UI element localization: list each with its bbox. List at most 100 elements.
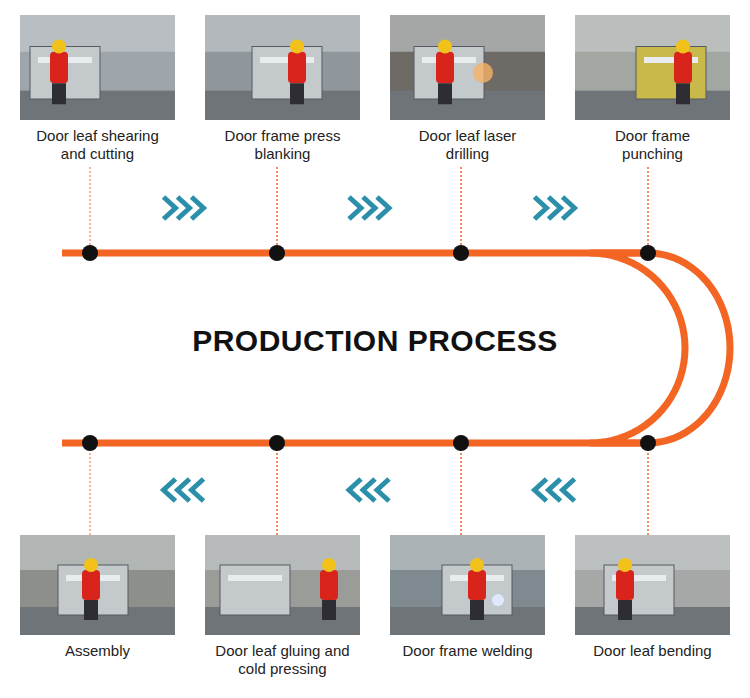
direction-chevron bbox=[377, 197, 389, 219]
process-step: Door leaf laser drilling bbox=[390, 15, 545, 163]
leader-line bbox=[648, 443, 649, 535]
leader-line bbox=[277, 443, 278, 535]
direction-chevron bbox=[164, 197, 176, 219]
worker-helmet bbox=[290, 40, 304, 54]
photo-illustration bbox=[205, 535, 360, 635]
photo-illustration bbox=[390, 535, 545, 635]
leader-line bbox=[461, 443, 462, 535]
leader-line bbox=[648, 443, 649, 535]
worker-body bbox=[82, 570, 100, 600]
process-track bbox=[277, 250, 461, 257]
process-track bbox=[648, 253, 730, 443]
process-track bbox=[461, 440, 648, 447]
direction-chevron bbox=[349, 197, 361, 219]
worker-helmet bbox=[618, 558, 632, 572]
direction-chevron bbox=[549, 479, 561, 501]
worker-body bbox=[468, 570, 486, 600]
worker-body bbox=[320, 570, 338, 600]
welding-spark bbox=[492, 594, 504, 606]
photo-machine bbox=[636, 47, 706, 100]
process-flow bbox=[461, 443, 648, 535]
process-step: Door frame punching bbox=[575, 15, 730, 163]
station-dot bbox=[453, 435, 469, 451]
direction-chevron bbox=[178, 197, 190, 219]
direction-chevron bbox=[363, 479, 375, 501]
worker-legs bbox=[438, 83, 452, 104]
direction-chevron bbox=[377, 479, 389, 501]
process-step: Door leaf gluing and cold pressing bbox=[205, 535, 360, 678]
direction-chevron bbox=[164, 479, 176, 501]
photo-illustration bbox=[390, 15, 545, 120]
direction-chevron bbox=[192, 197, 204, 219]
laser-glow bbox=[473, 63, 493, 83]
process-flow bbox=[90, 167, 277, 253]
step-caption: Door leaf gluing and cold pressing bbox=[214, 642, 352, 678]
process-flow bbox=[461, 167, 648, 253]
process-step: Assembly bbox=[20, 535, 175, 660]
worker-legs bbox=[322, 600, 336, 620]
photo-illustration bbox=[20, 15, 175, 120]
worker-body bbox=[288, 52, 306, 84]
photo-ground bbox=[575, 535, 730, 635]
process-step: Door frame welding bbox=[390, 535, 545, 660]
photo-ground bbox=[205, 15, 360, 120]
worker-helmet bbox=[470, 558, 484, 572]
process-step: Door leaf shearing and cutting bbox=[20, 15, 175, 163]
station-dot bbox=[640, 435, 656, 451]
process-flow bbox=[277, 443, 461, 535]
direction-chevron bbox=[535, 479, 547, 501]
step-caption: Door leaf shearing and cutting bbox=[29, 127, 167, 163]
process-step: Door leaf bending bbox=[575, 535, 730, 660]
station-dot bbox=[269, 435, 285, 451]
worker-legs bbox=[84, 600, 98, 620]
direction-chevron bbox=[563, 197, 575, 219]
leader-line bbox=[461, 167, 462, 253]
process-track bbox=[90, 440, 277, 447]
worker-legs bbox=[676, 83, 690, 104]
step-caption: Door leaf bending bbox=[584, 642, 722, 660]
worker-legs bbox=[290, 83, 304, 104]
leader-line bbox=[90, 443, 91, 535]
photo-ground bbox=[20, 15, 175, 120]
step-caption: Door frame press blanking bbox=[214, 127, 352, 163]
process-step: Door frame press blanking bbox=[205, 15, 360, 163]
process-flow bbox=[590, 167, 730, 535]
worker-helmet bbox=[84, 558, 98, 572]
photo-ground bbox=[390, 15, 545, 120]
leader-line bbox=[277, 167, 278, 253]
step-caption: Assembly bbox=[29, 642, 167, 660]
process-track bbox=[90, 250, 277, 257]
worker-helmet bbox=[322, 558, 336, 572]
step-caption: Door frame punching bbox=[584, 127, 722, 163]
direction-chevron bbox=[192, 479, 204, 501]
leader-line bbox=[277, 167, 278, 253]
process-track bbox=[590, 253, 685, 443]
direction-chevron bbox=[535, 197, 547, 219]
leader-line bbox=[648, 167, 649, 253]
process-flow bbox=[90, 443, 277, 535]
leader-line bbox=[648, 167, 649, 253]
station-dot bbox=[82, 435, 98, 451]
leader-line bbox=[90, 167, 91, 253]
worker-helmet bbox=[52, 40, 66, 54]
worker-body bbox=[50, 52, 68, 84]
leader-line bbox=[461, 167, 462, 253]
photo-machine bbox=[220, 565, 290, 615]
photo-ground bbox=[390, 535, 545, 635]
worker-body bbox=[674, 52, 692, 84]
step-caption: Door frame welding bbox=[399, 642, 537, 660]
worker-legs bbox=[618, 600, 632, 620]
photo-illustration bbox=[575, 15, 730, 120]
leader-line bbox=[277, 443, 278, 535]
worker-body bbox=[436, 52, 454, 84]
worker-body bbox=[616, 570, 634, 600]
photo-sheet bbox=[228, 575, 282, 581]
leader-line bbox=[461, 443, 462, 535]
station-dot bbox=[640, 245, 656, 261]
diagram-title: PRODUCTION PROCESS bbox=[0, 323, 750, 359]
step-caption: Door leaf laser drilling bbox=[399, 127, 537, 163]
photo-ground bbox=[20, 535, 175, 635]
direction-chevron bbox=[549, 197, 561, 219]
worker-helmet bbox=[676, 40, 690, 54]
